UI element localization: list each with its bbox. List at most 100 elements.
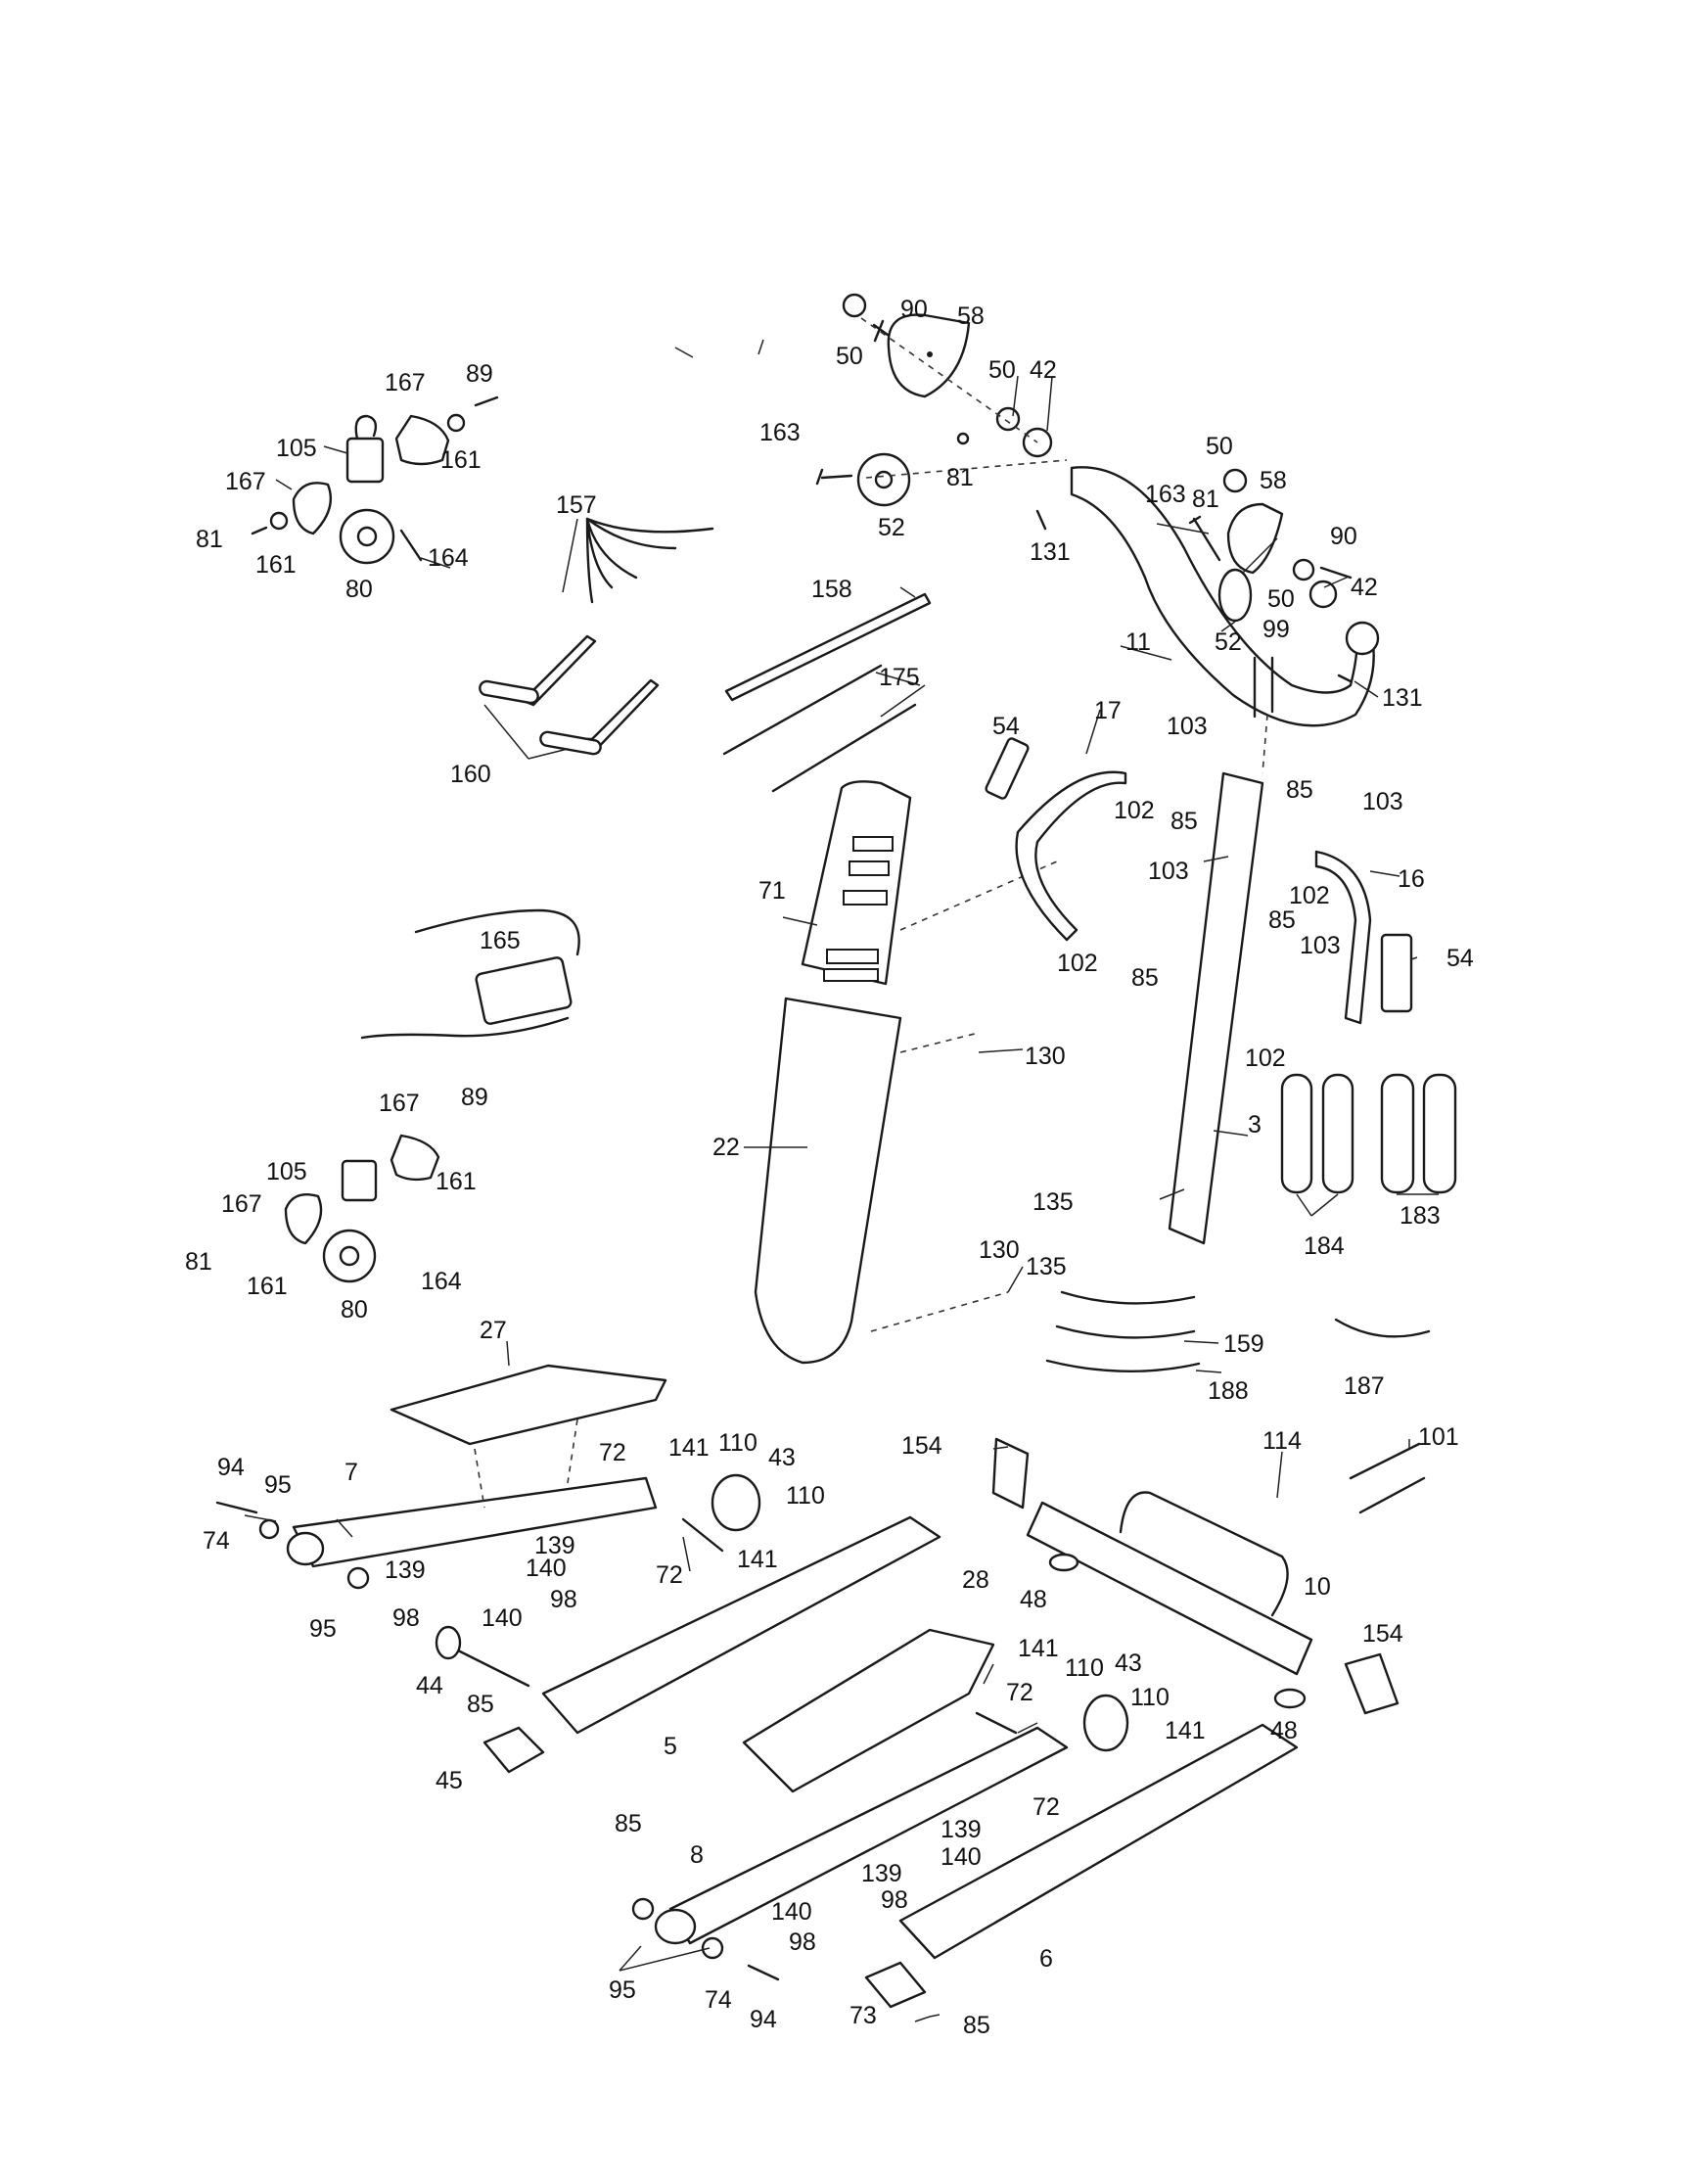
callout-102: 102 [1114,797,1155,824]
dash-handlebar-to-post [1262,714,1268,774]
callout-22: 22 [712,1134,740,1161]
callout-141: 141 [668,1434,710,1462]
callout-50: 50 [1206,433,1233,460]
part-159-188-harness [1045,1290,1201,1373]
callout-130: 130 [979,1236,1020,1264]
callout-184: 184 [1304,1232,1345,1260]
part-161-washer-b [269,511,289,531]
part-28-pedal [742,1628,995,1793]
callout-81: 81 [196,526,223,553]
part-81-nut-b [251,526,268,535]
part-184-grip-b [1321,1073,1354,1194]
part-158-cable [724,592,932,702]
part-154-end-cap-b [1344,1652,1400,1715]
part-22-back-pad [754,997,902,1365]
callout-89: 89 [466,360,493,388]
console-button [826,949,879,964]
part-52-pulley-b [1217,568,1253,623]
part-101-bolts [1349,1442,1426,1514]
part-52-pulley [856,452,911,507]
callout-154: 154 [1362,1620,1403,1648]
upper-pulley-assembly [815,293,1068,507]
callout-labels: 50 90 58 50 42 163 81 52 131 50 163 81 5… [185,296,1474,2039]
callout-58: 58 [957,302,985,330]
callout-183: 183 [1400,1202,1441,1230]
part-52-hub [874,470,894,489]
callout-135: 135 [1026,1253,1067,1280]
part-161-washer [446,413,466,433]
callout-161: 161 [247,1273,288,1300]
part-95-bushing-a [258,1518,280,1540]
part-54-grip-a [985,737,1030,800]
left-pedal-assembly [215,1364,761,1590]
part-165-cord [360,908,580,1040]
part-3-post [1168,771,1264,1245]
callout-141: 141 [737,1546,778,1573]
part-48-foot-a [1048,1553,1079,1572]
callout-161: 161 [436,1168,477,1195]
console-buttons [823,836,894,982]
part-164-bolt [399,529,423,562]
callout-163: 163 [1145,481,1186,508]
callout-98: 98 [789,1928,816,1956]
part-187-harness [1334,1318,1431,1338]
callout-54: 54 [1446,945,1474,972]
leader-lines [244,339,1439,2022]
part-50-bushing [995,406,1021,432]
right-pedal-assembly [742,1628,1129,1793]
callout-44: 44 [416,1672,443,1699]
part-95-bushing-b [346,1566,370,1590]
part-105-bracket [345,437,385,484]
callout-167: 167 [379,1090,420,1117]
part-80-hub [356,526,378,547]
callout-50: 50 [1267,585,1295,613]
callout-52: 52 [878,514,905,541]
part-160-handle-b [539,730,602,756]
callout-131: 131 [1382,684,1423,712]
console-and-back-pad [754,780,1058,1365]
part-183-grip-b [1422,1073,1457,1194]
callout-50: 50 [988,356,1016,384]
part-157-cables [585,517,714,604]
callout-90: 90 [1330,523,1357,550]
callout-164: 164 [421,1268,462,1295]
callout-85: 85 [963,2012,990,2039]
part-80-pulley [339,508,395,565]
callout-164: 164 [428,544,469,572]
callout-103: 103 [1148,858,1189,885]
callout-3: 3 [1248,1111,1262,1138]
callout-74: 74 [705,1986,732,2014]
callout-139: 139 [861,1860,902,1887]
part-7-end [286,1531,325,1566]
callout-81: 81 [1192,486,1219,513]
part-163-bolt [815,468,853,486]
part-154-end-cap-a [991,1437,1030,1510]
callout-95: 95 [609,1976,636,2004]
part-94-bolt-b [747,1964,780,1981]
part-95-bushing-d [701,1936,724,1960]
callout-99: 99 [1262,616,1290,643]
callout-43: 43 [1115,1650,1142,1677]
callout-94: 94 [750,2006,777,2033]
part-90-bolt [872,319,890,343]
callout-48: 48 [1020,1586,1047,1613]
part-81-nut [956,432,970,445]
callout-101: 101 [1418,1423,1459,1451]
part-50-bushing-b [1292,558,1315,581]
callout-188: 188 [1208,1377,1249,1405]
callout-102: 102 [1057,950,1098,977]
callout-54: 54 [992,713,1020,740]
left-lower-bracket-assembly [284,1134,440,1283]
callout-16: 16 [1398,865,1425,893]
callout-8: 8 [690,1841,704,1869]
part-89-bolt [474,395,499,407]
post-and-arms [985,737,1413,1245]
assembly-dash-lines [860,317,1068,479]
callout-110: 110 [786,1482,825,1510]
callout-85: 85 [1170,808,1198,835]
part-58-hole [927,351,933,357]
part-167-cover-c [390,1134,440,1182]
callout-175: 175 [879,664,920,691]
callout-165: 165 [480,927,521,954]
